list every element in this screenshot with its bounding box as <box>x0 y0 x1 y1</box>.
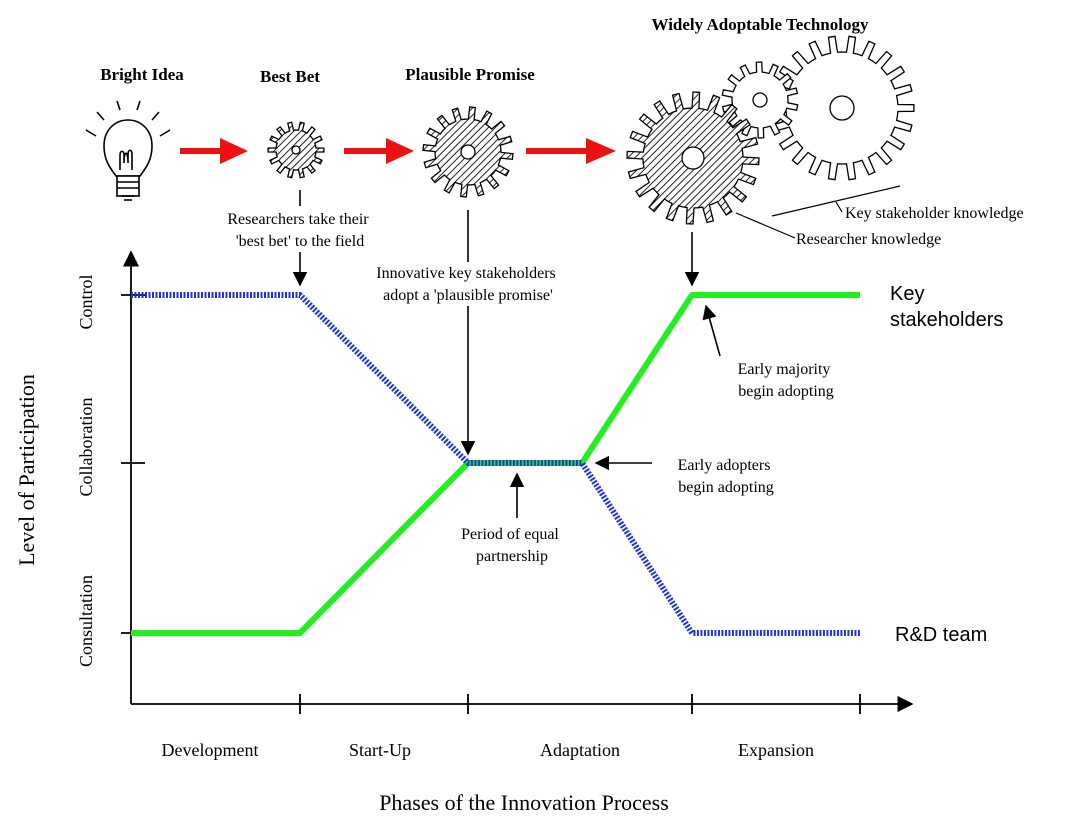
small-gear-icon <box>267 121 325 179</box>
large-gear-cluster-icon <box>626 35 915 225</box>
rd-team-line <box>131 292 860 636</box>
key-stakeholder-knowledge-label: Key stakeholder knowledge <box>845 205 1024 222</box>
legend-rd-team: R&D team <box>895 624 987 646</box>
legend-key-stakeholders: Key stakeholders <box>890 283 1003 331</box>
key-knowledge-bracket <box>771 185 901 217</box>
stage-title-best-bet: Best Bet <box>260 67 320 86</box>
early-majority-annotation: Early majority begin adopting <box>738 361 835 400</box>
x-phase-expansion: Expansion <box>738 740 814 760</box>
stage-arrows <box>180 138 616 164</box>
stage-title-bright-idea: Bright Idea <box>100 65 184 84</box>
researcher-knowledge-label: Researcher knowledge <box>796 231 941 248</box>
researchers-annotation: Researchers take their 'best bet' to the… <box>227 211 372 250</box>
y-level-control: Control <box>76 274 96 329</box>
stage-title-widely-adoptable: Widely Adoptable Technology <box>652 15 869 34</box>
innovative-annotation: Innovative key stakeholders adopt a 'pla… <box>376 265 560 304</box>
medium-gear-icon <box>422 106 514 198</box>
x-phase-development: Development <box>162 740 259 760</box>
early-adopters-annotation: Early adopters begin adopting <box>678 457 775 496</box>
researcher-knowledge-pointer <box>735 212 796 239</box>
x-phase-adaptation: Adaptation <box>540 740 620 760</box>
x-axis-title: Phases of the Innovation Process <box>379 790 669 815</box>
x-phase-start-up: Start-Up <box>349 740 411 760</box>
equal-partnership-annotation: Period of equal partnership <box>461 526 563 565</box>
y-axis-title: Level of Participation <box>14 374 39 566</box>
annotation-arrows <box>292 190 721 518</box>
y-level-collaboration: Collaboration <box>76 398 96 497</box>
axes <box>121 250 914 714</box>
y-level-consultation: Consultation <box>76 575 96 667</box>
stage-title-plausible-promise: Plausible Promise <box>405 65 535 84</box>
lightbulb-icon <box>85 100 171 201</box>
